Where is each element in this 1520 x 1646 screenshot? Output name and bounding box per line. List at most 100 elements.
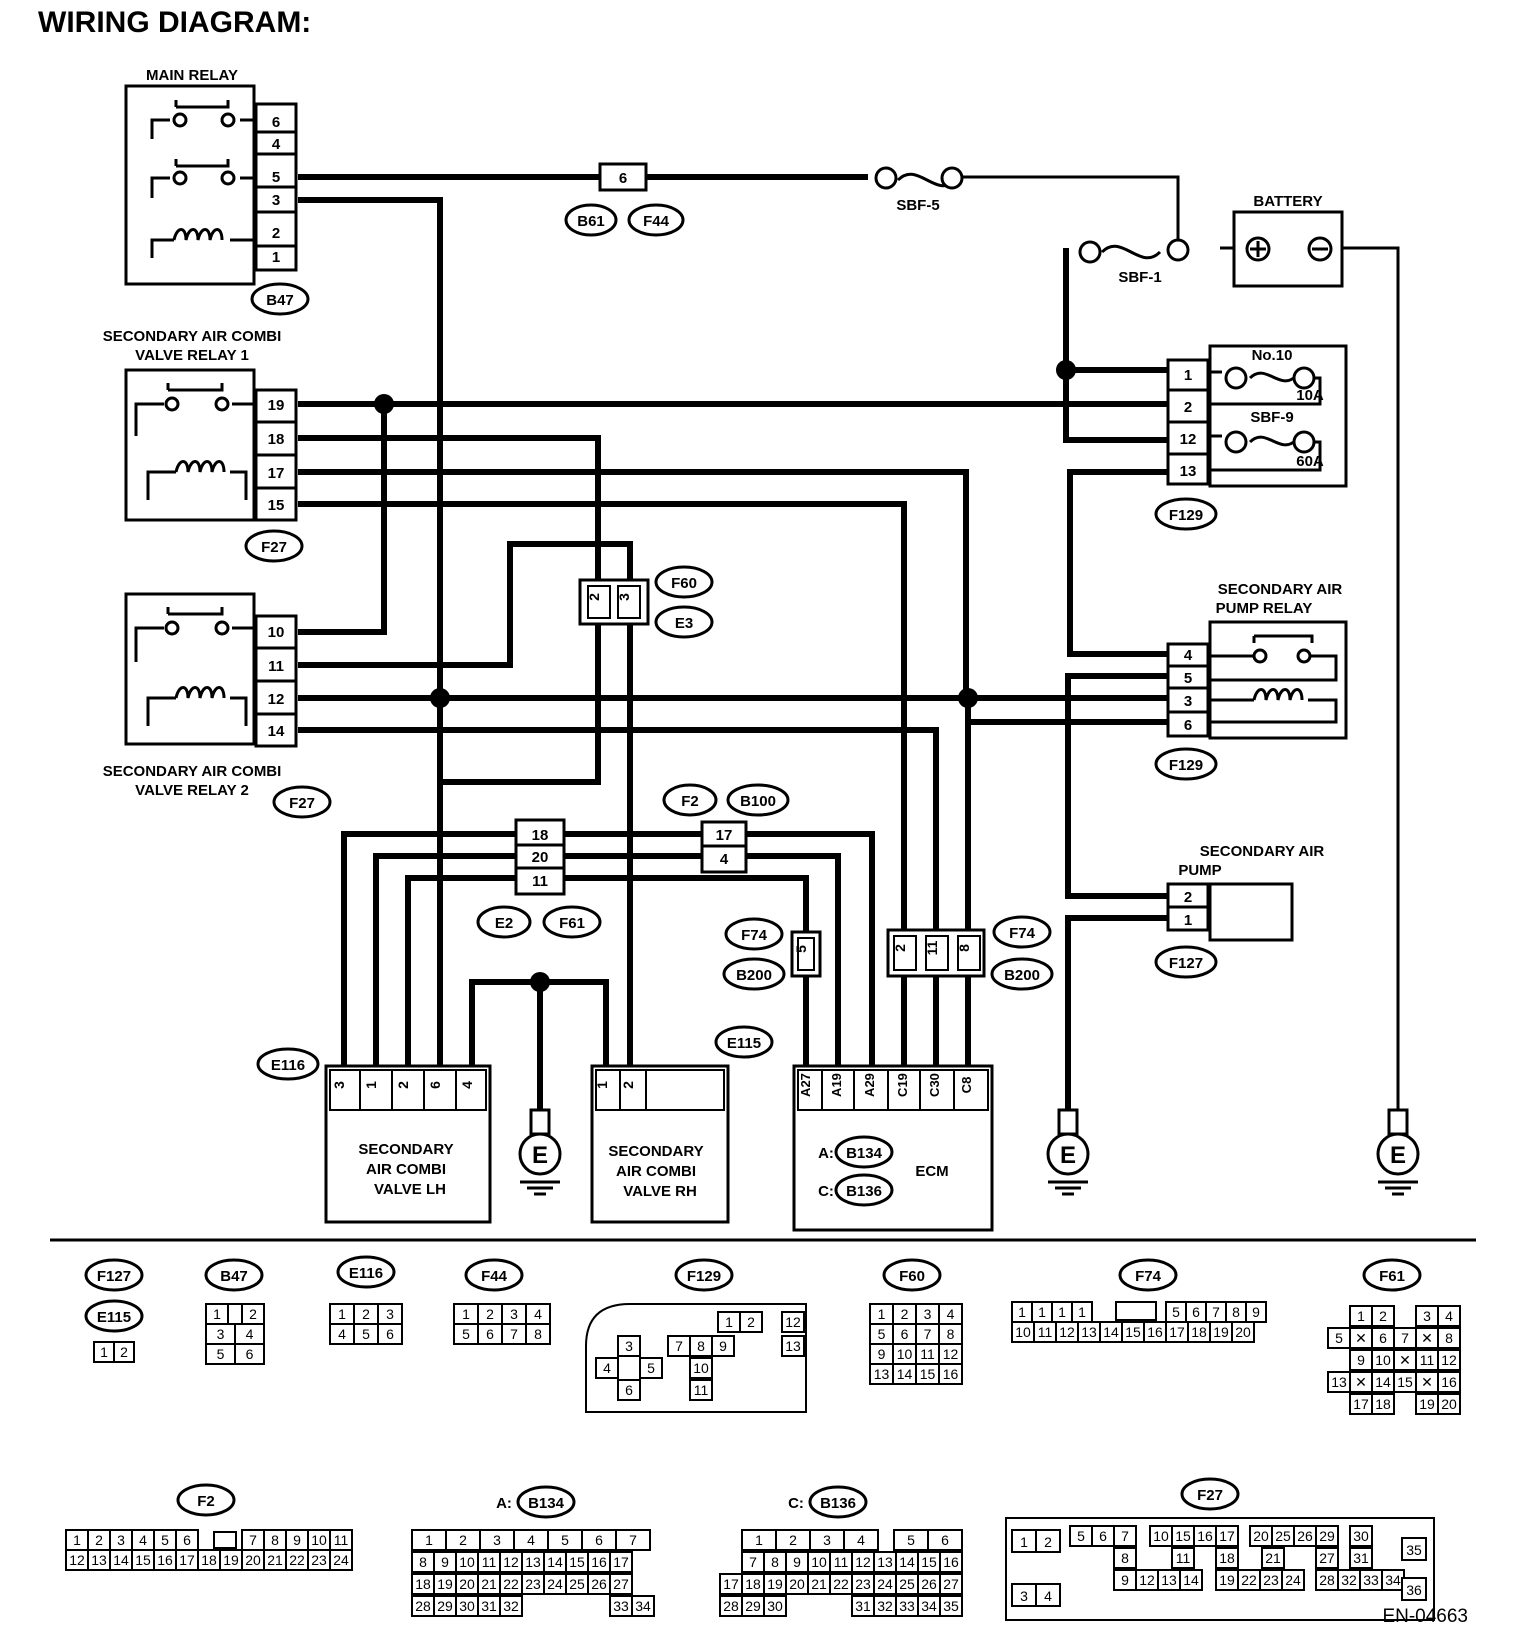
pin-number: 13 [1161, 1572, 1177, 1588]
pin-number: 31 [855, 1598, 871, 1614]
connector-label: F44 [481, 1268, 508, 1285]
connector-tag [1362, 1258, 1422, 1292]
pin-number: 1 [725, 1314, 733, 1330]
pin-number: 9 [793, 1554, 801, 1570]
pin-number: 5 [217, 1346, 225, 1362]
pin-number: 20 [789, 1576, 805, 1592]
wire-e2-20 [373, 853, 702, 1066]
pin-number: 31 [1353, 1550, 1369, 1566]
pin-number: 5 [561, 1532, 569, 1548]
valve-rh-label-1: SECONDARY [608, 1143, 703, 1160]
pin-number: 30 [767, 1598, 783, 1614]
pin-number: 6 [1192, 1304, 1200, 1320]
pin-label: 3 [272, 192, 280, 209]
sbf1-fuse-shape [896, 172, 1162, 260]
pin-label: 4 [272, 136, 281, 153]
connector-label: B136 [846, 1183, 882, 1200]
fuse-sbf9-rating: 60A [1296, 453, 1324, 470]
pin-cell [1115, 1301, 1157, 1321]
connector-e2-f61: 18 20 11 E2 F61 [476, 818, 602, 939]
pin-label: C19 [895, 1073, 910, 1097]
battery: BATTERY [1232, 193, 1344, 288]
connector-label: F129 [1169, 507, 1203, 524]
pin-number: 5 [907, 1532, 915, 1548]
pin-cell [781, 1311, 805, 1333]
pin-number: 12 [1059, 1324, 1075, 1340]
pin-number: 2 [95, 1532, 103, 1548]
wire-e2-18 [341, 831, 702, 1066]
connector-label: F60 [671, 575, 697, 592]
connector-label: F60 [899, 1268, 925, 1285]
wire-pump-1-ground [1065, 915, 1176, 1110]
pin-cell [639, 1357, 663, 1379]
pin-number: 2 [486, 1306, 494, 1322]
connector-b61-f44: 6 B61 F44 [564, 162, 685, 237]
pin-cell [329, 1549, 353, 1571]
pin-label: 12 [268, 691, 285, 708]
connector-tag [176, 1483, 236, 1517]
pin-label: 2 [586, 593, 602, 601]
pin-number: 13 [874, 1366, 890, 1382]
pin-cell [781, 1335, 805, 1357]
fuse-no10-label: No.10 [1252, 347, 1293, 364]
connector-prefix: A: [496, 1495, 512, 1512]
pin-number: ✕ [1421, 1374, 1433, 1390]
pin-number: 27 [613, 1576, 629, 1592]
pin-cell [1437, 1393, 1461, 1415]
valve-lh: E116 3 1 2 6 4 SECONDARY AIR COMBI VALVE… [256, 1047, 492, 1224]
pin-number: 1 [338, 1306, 346, 1322]
pin-number: 14 [1183, 1572, 1199, 1588]
ground-label: E [1060, 1142, 1076, 1169]
pin-cell [927, 1529, 963, 1551]
pin-cell [213, 1531, 237, 1549]
connector-f60-e3: 2 3 F60 E3 [578, 565, 714, 639]
pin-number: 29 [745, 1598, 761, 1614]
pin-label: 10 [268, 624, 285, 641]
pin-cell [1113, 1547, 1137, 1569]
connector-tag [1180, 1477, 1240, 1511]
pin-number: 14 [547, 1554, 563, 1570]
pin-number: 6 [1099, 1528, 1107, 1544]
pin-number: 12 [943, 1346, 959, 1362]
pin-label: A29 [862, 1073, 877, 1097]
pin-number: 26 [1297, 1528, 1313, 1544]
pin-number: 1 [1020, 1534, 1028, 1550]
pin-number: 34 [635, 1598, 651, 1614]
junction-dot [1056, 360, 1076, 380]
pin-number: 20 [1441, 1396, 1457, 1412]
fuse-label-sbf5: SBF-5 [896, 197, 939, 214]
pin-number: 7 [924, 1326, 932, 1342]
pin-number: 17 [723, 1576, 739, 1592]
pin-number: 13 [1331, 1374, 1347, 1390]
connector-label: F44 [643, 213, 670, 230]
pin-number: 11 [482, 1554, 497, 1570]
wire-f2-4 [746, 853, 841, 1066]
pin-number: 9 [1357, 1352, 1365, 1368]
pin-label: 17 [268, 465, 285, 482]
valve-rh-label-3: VALVE RH [623, 1183, 697, 1200]
pin-label: 2 [1184, 399, 1192, 416]
pin-cell [1349, 1547, 1373, 1569]
connector-label: E115 [97, 1309, 131, 1326]
pin-number: 6 [901, 1326, 909, 1342]
pin-number: 20 [459, 1576, 475, 1592]
pin-number: 10 [811, 1554, 827, 1570]
pin-number: 14 [897, 1366, 913, 1382]
connector-tag [464, 1258, 524, 1292]
relay1-label-line1: SECONDARY AIR COMBI [103, 328, 282, 345]
wire-battery-neg [1330, 246, 1400, 1110]
pin-number: 1 [1058, 1304, 1066, 1320]
pin-number: 4 [1044, 1588, 1052, 1604]
pin-label: 1 [594, 1081, 610, 1089]
fuse-sbf9-label: SBF-9 [1250, 409, 1293, 426]
pin-number: 6 [1379, 1330, 1387, 1346]
ground-symbol: E [1046, 1108, 1090, 1196]
pin-number: 19 [1219, 1572, 1235, 1588]
fuse-terminals [874, 166, 1190, 264]
pin-cell [1179, 1569, 1203, 1591]
pin-number: 8 [947, 1326, 955, 1342]
pin-label: 1 [1184, 367, 1192, 384]
pin-number: 11 [1038, 1324, 1053, 1340]
main-relay-label: MAIN RELAY [146, 67, 238, 84]
connector-tag [84, 1299, 144, 1333]
